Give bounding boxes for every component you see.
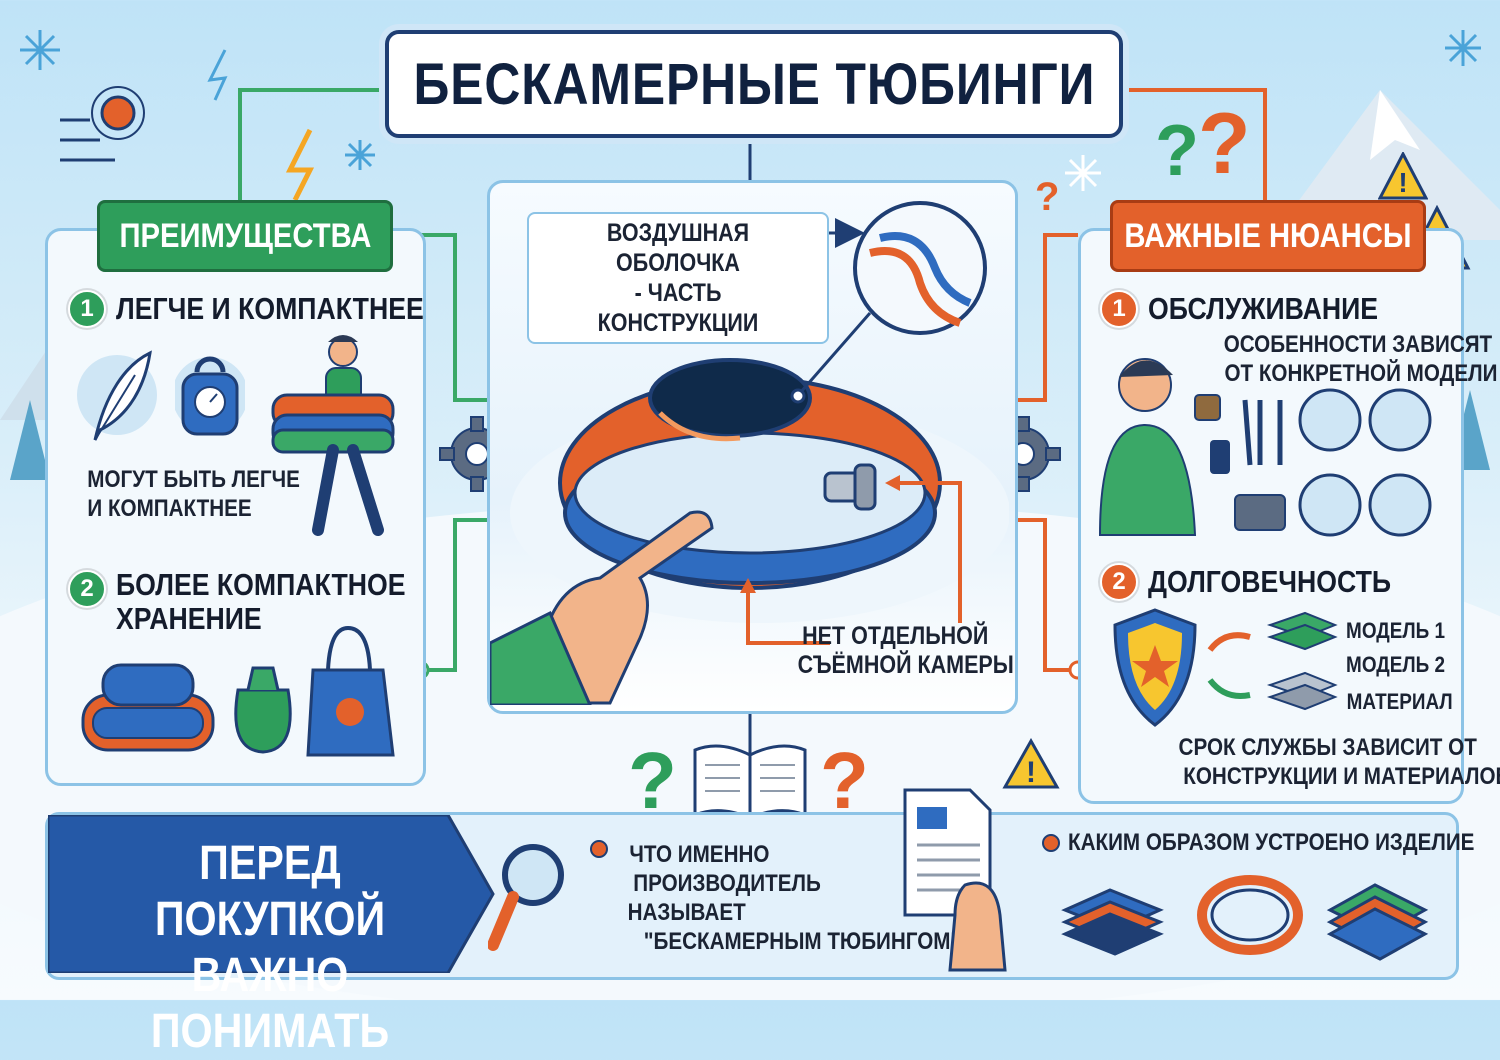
number-badge: 2: [68, 570, 106, 608]
construction-icons: [1061, 875, 1429, 961]
layer-label-model-1: МОДЕЛЬ 1: [1346, 618, 1446, 643]
maintenance-tools-icon: [1098, 358, 1432, 537]
question-mark-icon: ?: [820, 736, 869, 825]
bullet-dot: [1042, 833, 1060, 852]
title-box: БЕСКАМЕРНЫЕ ТЮБИНГИ: [385, 30, 1123, 138]
person-carrying-tubing-icon: [271, 335, 395, 536]
point-1: ЧТО ИМЕННО ПРОИЗВОДИТЕЛЬ НАЗЫВАЕТ "БЕСКА…: [590, 840, 986, 956]
callout-air-shell: ВОЗДУШНАЯ ОБОЛОЧКА - ЧАСТЬ КОНСТРУКЦИИ: [527, 212, 829, 344]
svg-text:!: !: [1026, 756, 1036, 789]
warning-icon: !: [1002, 738, 1060, 789]
nuance-1-title: ОБСЛУЖИВАНИЕ: [1148, 291, 1379, 326]
number-badge: 2: [1100, 563, 1138, 601]
snowflake-icon: [1065, 155, 1101, 191]
magnifier-icon: [488, 844, 564, 951]
advantage-2-title-line2: ХРАНЕНИЕ: [116, 601, 262, 636]
nuance-item-2-heading: 2 ДОЛГОВЕЧНОСТЬ: [1100, 563, 1431, 601]
before-purchase-banner: [48, 815, 495, 973]
advantages-tag: ПРЕИМУЩЕСТВА: [97, 200, 393, 272]
advantage-2-title-line1: БОЛЕЕ КОМПАКТНОЕ: [116, 567, 406, 602]
number-badge: 1: [1100, 290, 1138, 328]
point-2: КАКИМ ОБРАЗОМ УСТРОЕНО ИЗДЕЛИЕ: [1042, 828, 1500, 857]
durability-shield-icon: [1113, 608, 1338, 727]
svg-text:!: !: [1398, 167, 1407, 198]
storage-items-icon: [81, 625, 395, 757]
feather-icon: [77, 350, 157, 441]
question-mark-icon: ?: [1198, 96, 1251, 192]
nuance-2-title: ДОЛГОВЕЧНОСТЬ: [1148, 564, 1392, 599]
bullet-dot: [590, 840, 608, 858]
weight-icon: [175, 356, 245, 436]
banner-text: ПЕРЕД ПОКУПКОЙ ВАЖНО ПОНИМАТЬ: [150, 837, 390, 1058]
nuances-tag: ВАЖНЫЕ НЮАНСЫ: [1110, 200, 1426, 272]
question-mark-icon: ?: [1035, 175, 1060, 219]
tubing-illustration: [490, 201, 1009, 705]
page-title: БЕСКАМЕРНЫЕ ТЮБИНГИ: [413, 51, 1095, 117]
snowflake-icon: [20, 30, 315, 202]
advantage-item-1-heading: 1 ЛЕГЧЕ И КОМПАКТНЕЕ: [68, 290, 474, 328]
advantage-1-title: ЛЕГЧЕ И КОМПАКТНЕЕ: [116, 291, 424, 326]
layer-labels: МОДЕЛЬ 1 МОДЕЛЬ 2 МАТЕРИАЛ: [1338, 614, 1461, 722]
number-badge: 1: [68, 290, 106, 328]
warning-icon: !: [1378, 152, 1428, 200]
question-mark-icon: ?: [628, 736, 677, 825]
nuance-item-1-heading: 1 ОБСЛУЖИВАНИЕ: [1100, 290, 1416, 328]
snowflake-icon: [1445, 30, 1481, 66]
document-in-hand-icon: [903, 788, 1007, 972]
layer-label-material: МАТЕРИАЛ: [1346, 689, 1453, 714]
snowflake-icon: [345, 140, 375, 170]
layer-label-model-2: МОДЕЛЬ 2: [1346, 652, 1446, 677]
open-book-icon: [693, 744, 807, 820]
question-mark-icon: ?: [1155, 111, 1199, 191]
